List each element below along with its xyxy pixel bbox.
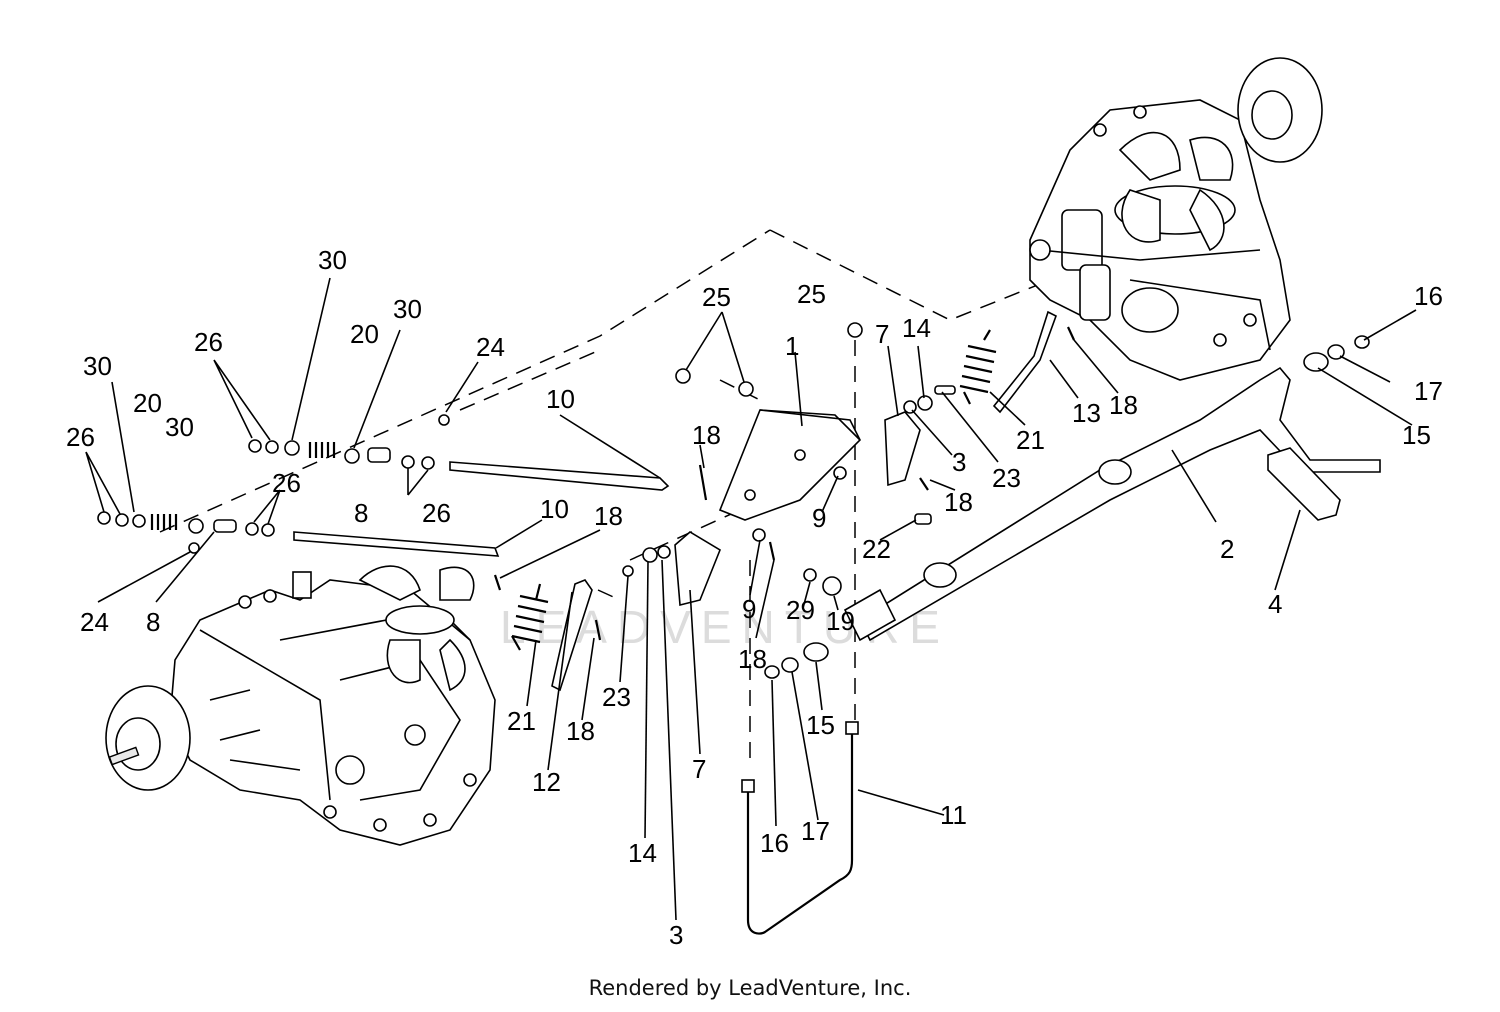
- footer-credit: Rendered by LeadVenture, Inc.: [588, 976, 912, 1000]
- callout-7: 7: [875, 319, 889, 349]
- callout-4: 4: [1268, 589, 1282, 619]
- callout-30: 30: [393, 294, 422, 324]
- bracket-1: [718, 409, 861, 521]
- spring-21-left: [511, 583, 549, 651]
- callout-18: 18: [692, 420, 721, 450]
- rod-11: [741, 721, 859, 935]
- callout-7: 7: [692, 754, 706, 784]
- right-transmission: [1029, 57, 1323, 381]
- callout-10: 10: [546, 384, 575, 414]
- callout-13: 13: [1072, 398, 1101, 428]
- callout-30: 30: [165, 412, 194, 442]
- leader-lines: [85, 277, 1417, 921]
- callout-18: 18: [944, 487, 973, 517]
- callout-9: 9: [812, 503, 826, 533]
- callout-9: 9: [742, 594, 756, 624]
- control-rod-10: [293, 461, 670, 557]
- callout-8: 8: [146, 607, 160, 637]
- callout-21: 21: [1016, 425, 1045, 455]
- callout-24: 24: [476, 332, 505, 362]
- callout-26: 26: [422, 498, 451, 528]
- callout-20: 20: [133, 388, 162, 418]
- callout-1: 1: [785, 331, 799, 361]
- callout-15: 15: [806, 710, 835, 740]
- hardware-fasteners: [97, 322, 1370, 679]
- callout-26: 26: [66, 422, 95, 452]
- pedal-shaft-2: [843, 366, 1381, 642]
- callout-10: 10: [540, 494, 569, 524]
- callout-17: 17: [1414, 376, 1443, 406]
- callout-17: 17: [801, 816, 830, 846]
- callout-30: 30: [318, 245, 347, 275]
- callout-26: 26: [272, 468, 301, 498]
- callout-23: 23: [992, 463, 1021, 493]
- callout-18: 18: [594, 501, 623, 531]
- callout-30: 30: [83, 351, 112, 381]
- callout-20: 20: [350, 319, 379, 349]
- callout-29: 29: [786, 595, 815, 625]
- callout-18: 18: [738, 644, 767, 674]
- callout-25: 25: [702, 282, 731, 312]
- plate-7: [674, 411, 921, 607]
- callout-11: 11: [940, 800, 967, 830]
- spring-21-right: [959, 329, 997, 405]
- callout-26: 26: [194, 327, 223, 357]
- callout-2: 2: [1220, 534, 1234, 564]
- callout-18: 18: [1109, 390, 1138, 420]
- callout-24: 24: [80, 607, 109, 637]
- callout-21: 21: [507, 706, 536, 736]
- callout-23: 23: [602, 682, 631, 712]
- callout-12: 12: [532, 767, 561, 797]
- callout-22: 22: [862, 534, 891, 564]
- callout-labels: 30 26 20 30 24 30 20 30 26 26 8 26 24 8 …: [66, 245, 1443, 950]
- pedal-pad-4: [1267, 447, 1341, 521]
- callout-8: 8: [354, 498, 368, 528]
- callout-14: 14: [628, 838, 657, 868]
- callout-19: 19: [826, 606, 855, 636]
- callout-18: 18: [566, 716, 595, 746]
- callout-3: 3: [952, 447, 966, 477]
- link-13: [992, 310, 1057, 414]
- left-transmission: [105, 565, 496, 846]
- callout-25: 25: [797, 279, 826, 309]
- callout-3: 3: [669, 920, 683, 950]
- callout-16: 16: [1414, 281, 1443, 311]
- callout-15: 15: [1402, 420, 1431, 450]
- callout-14: 14: [902, 313, 931, 343]
- callout-16: 16: [760, 828, 789, 858]
